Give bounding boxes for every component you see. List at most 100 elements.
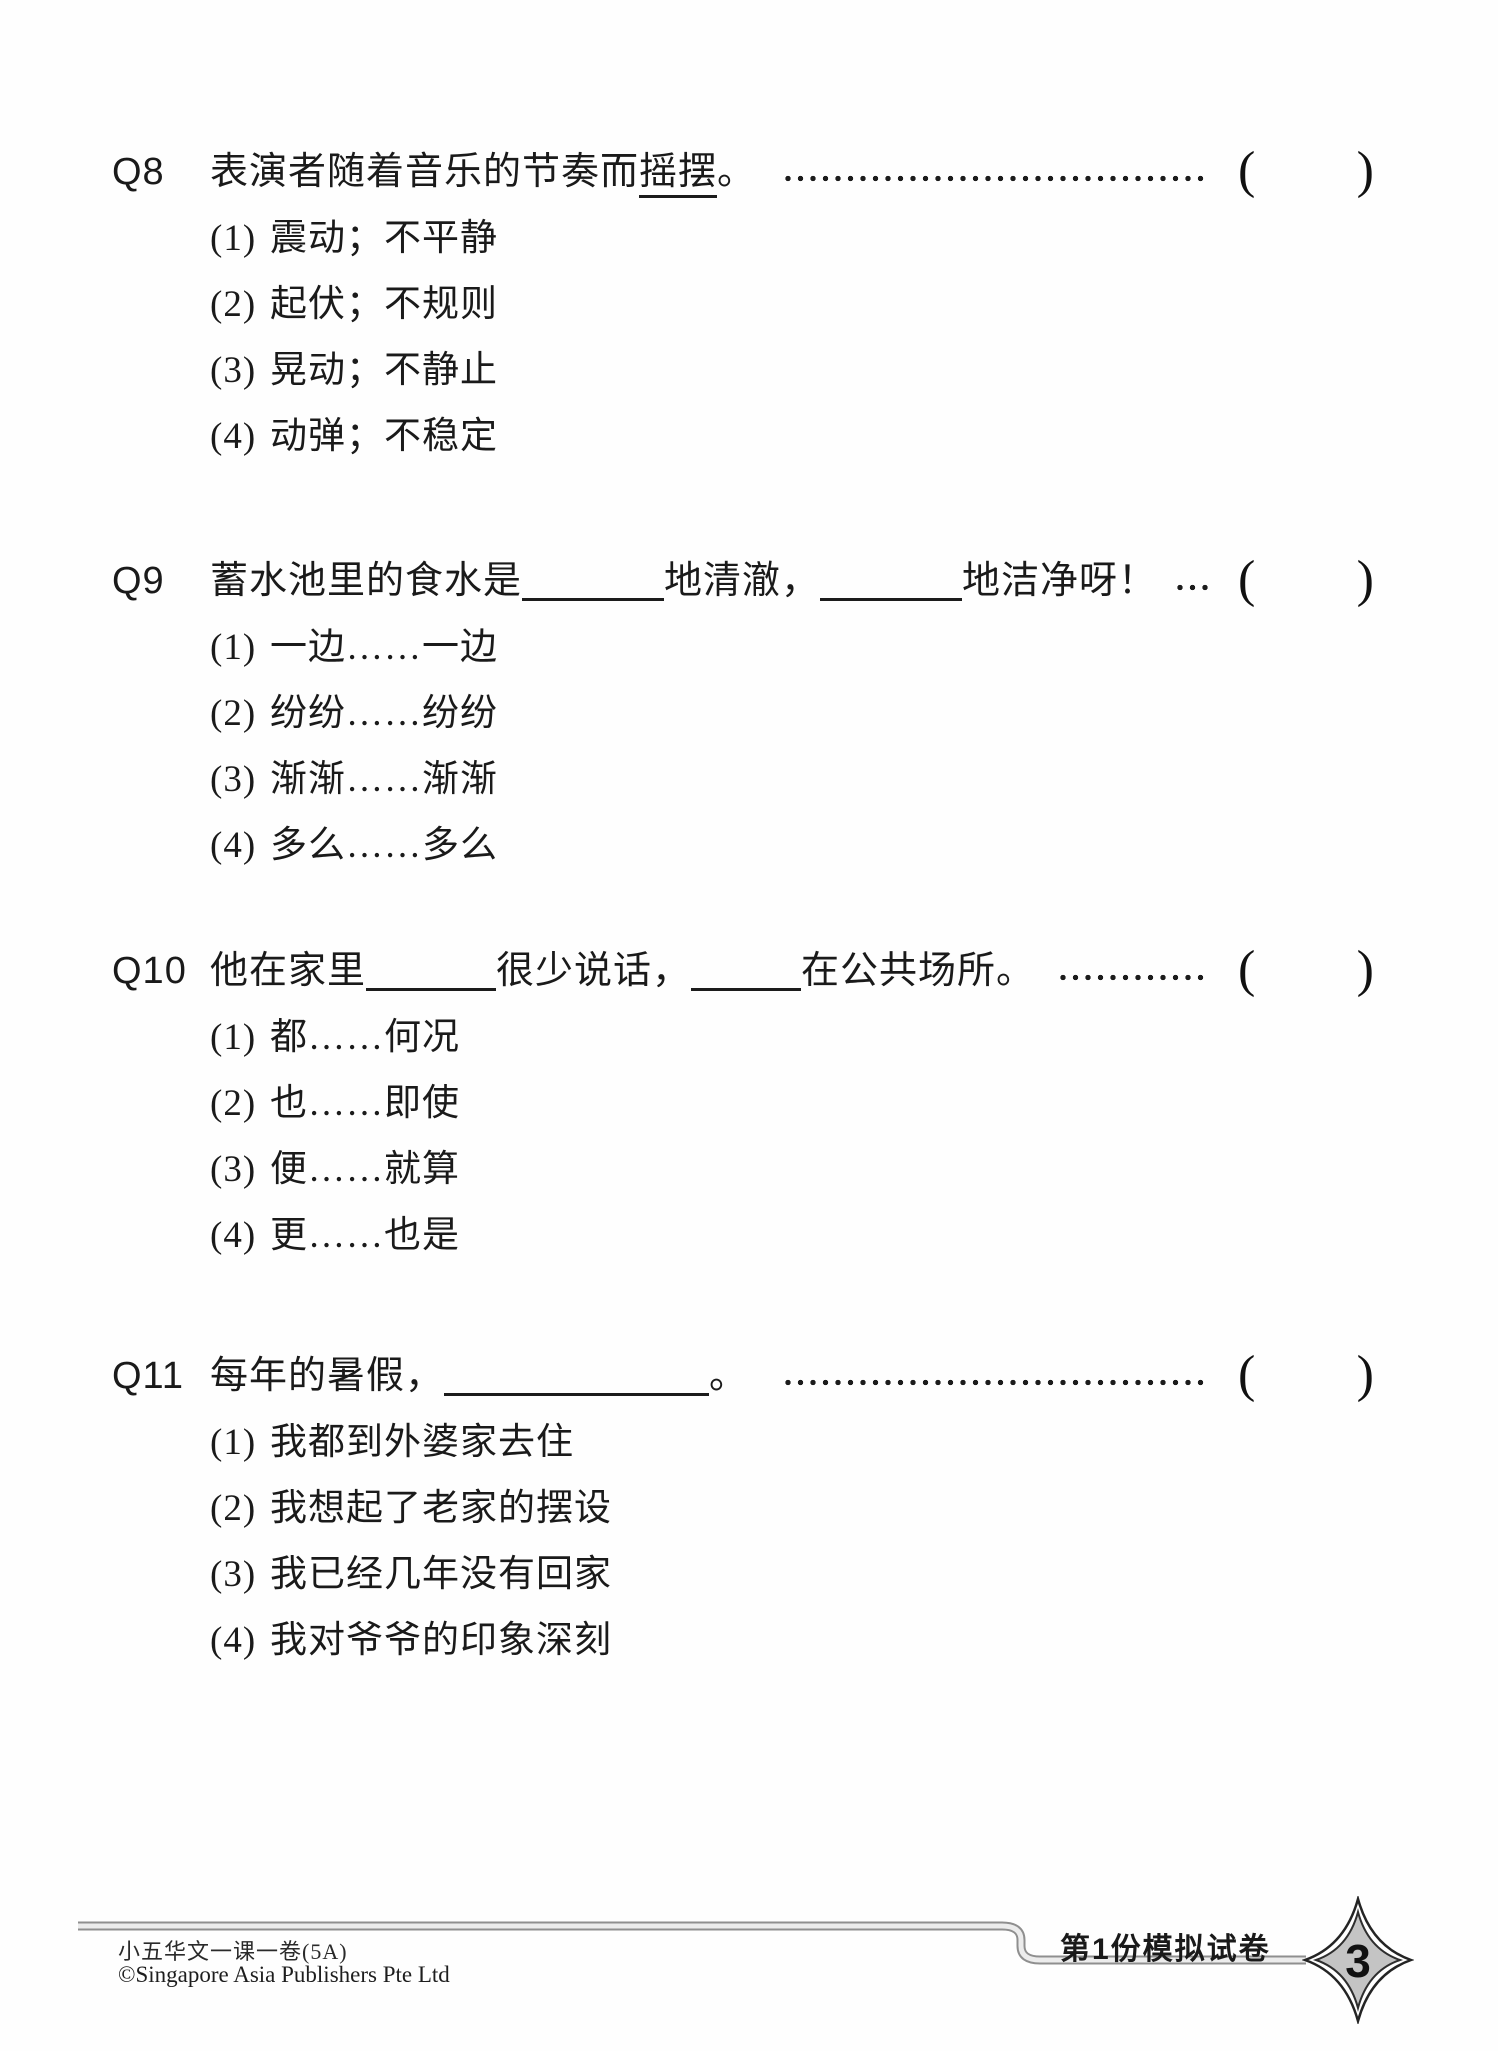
option-number: (1) [210,218,257,259]
option-text: 也……即使 [270,1083,460,1124]
sentence-text: 。 [717,151,757,193]
answer-paren-close: ) [1356,941,1374,998]
question-number: Q9 [112,560,165,602]
option-text: 起伏；不规则 [270,284,498,325]
answer-box: () [1238,938,1374,1002]
option-row: (3) 我已经几年没有回家 [0,1550,1498,1600]
option-row: (2) 我想起了老家的摆设 [0,1484,1498,1534]
option-number: (2) [210,284,257,325]
question-sentence: 表演者随着音乐的节奏而摇摆。 [210,151,756,198]
options-list: (1)我都到外婆家去住 (2) 我想起了老家的摆设 (3) 我已经几年没有回家 (4) 我对… [0,1418,1498,1666]
answer-box: () [1238,1343,1374,1407]
option-text: 动弹；不稳定 [270,416,498,457]
option-number: (1) [210,627,257,668]
option-number: (3) [210,1149,257,1190]
options-list: (1) 一边……一边 (2) 纷纷……纷纷 (3) 渐渐……渐渐 (4) 多么……多么 [0,623,1498,871]
option-text: 渐渐……渐渐 [270,759,498,800]
answer-paren-close: ) [1356,142,1374,199]
option-text: 便……就算 [270,1149,460,1190]
footer-section-label: 第1份模拟试卷 [1060,1933,1271,1966]
dotted-leader [1057,971,1207,984]
sentence-text: 。 [709,1355,749,1397]
answer-blank [444,1359,710,1396]
option-row: (4) 我对爷爷的印象深刻 [0,1616,1498,1666]
option-text: 更……也是 [270,1215,460,1256]
option-number: (3) [210,350,257,391]
option-number: (2) [210,1083,257,1124]
answer-box: () [1238,139,1374,203]
option-number: (4) [210,416,257,457]
option-row: (4) 更……也是 [0,1211,1498,1261]
option-row: (3) 晃动；不静止 [0,346,1498,396]
option-row: (1)我都到外婆家去住 [0,1418,1498,1468]
question-block: Q10 他在家里 很少说话， 在公共场所。 () (1) 都……何况 (2) 也……即使 (3) 便… [0,941,1498,1261]
question-number: Q10 [112,950,187,992]
sentence-text: 地清澈， [664,560,821,602]
answer-paren-close: ) [1356,551,1374,608]
question-title: Q10 他在家里 很少说话， 在公共场所。 () [0,941,1498,998]
option-number: (4) [210,1215,257,1256]
option-row: (1) 震动；不平静 [0,214,1498,264]
option-number: (4) [210,1620,257,1661]
question-title: Q8 表演者随着音乐的节奏而摇摆。 () [0,142,1498,199]
question-block: Q8 表演者随着音乐的节奏而摇摆。 () (1) 震动；不平静 (2) 起伏；不规则 (3) 晃… [0,142,1498,462]
option-row: (2) 也……即使 [0,1079,1498,1129]
option-number: (2) [210,693,257,734]
dotted-leader [1174,581,1212,594]
option-text: 晃动；不静止 [270,350,498,391]
dotted-leader [782,1376,1207,1389]
option-row: (4) 动弹；不稳定 [0,412,1498,462]
sentence-text: 地洁净呀！ [962,560,1158,602]
answer-paren-close: ) [1356,1346,1374,1403]
question-number: Q8 [112,151,165,193]
options-list: (1) 都……何况 (2) 也……即使 (3) 便……就算 (4) 更……也是 [0,1013,1498,1261]
dotted-leader [782,172,1207,185]
option-row: (3) 便……就算 [0,1145,1498,1195]
option-text: 我想起了老家的摆设 [270,1488,612,1529]
option-text: 我对爷爷的印象深刻 [270,1620,612,1661]
option-number: (3) [210,1554,257,1595]
sentence-text: 表演者随着音乐的节奏而 [210,151,640,193]
answer-box: () [1238,548,1374,612]
option-text: 都……何况 [270,1017,460,1058]
option-number: (3) [210,759,257,800]
page-badge-icon [1302,1896,1414,2024]
option-text: 震动；不平静 [270,218,498,259]
footer-copyright: ©Singapore Asia Publishers Pte Ltd [118,1962,450,1987]
option-number: (4) [210,825,257,866]
answer-paren-open: ( [1238,142,1256,199]
sentence-text: 在公共场所。 [801,950,1036,992]
question-sentence: 蓄水池里的食水是 地清澈， 地洁净呀！ [210,560,1157,602]
option-text: 一边……一边 [270,627,498,668]
option-row: (1) 一边……一边 [0,623,1498,673]
option-number: (2) [210,1488,257,1529]
answer-blank [820,564,963,601]
question-sentence: 每年的暑假， 。 [210,1355,748,1397]
footer-book-title: 小五华文一课一卷(5A) [118,1939,348,1964]
option-text: 多么……多么 [270,825,498,866]
options-list: (1) 震动；不平静 (2) 起伏；不规则 (3) 晃动；不静止 (4) 动弹；不稳定 [0,214,1498,462]
option-row: (2) 起伏；不规则 [0,280,1498,330]
answer-blank [522,564,665,601]
question-sentence: 他在家里 很少说话， 在公共场所。 [210,950,1035,992]
answer-blank [366,954,497,991]
question-block: Q11 每年的暑假， 。 () (1)我都到外婆家去住 (2) 我想起了老家的摆设 (3) 我已… [0,1346,1498,1666]
option-row: (4) 多么……多么 [0,821,1498,871]
option-row: (1) 都……何况 [0,1013,1498,1063]
sentence-text: 他在家里 [210,950,367,992]
sentence-text: 蓄水池里的食水是 [210,560,523,602]
option-text: 我已经几年没有回家 [270,1554,612,1595]
answer-paren-open: ( [1238,941,1256,998]
option-text: 纷纷……纷纷 [270,693,498,734]
option-row: (2) 纷纷……纷纷 [0,689,1498,739]
answer-paren-open: ( [1238,551,1256,608]
underlined-word: 摇摆 [639,151,718,198]
sentence-text: 很少说话， [496,950,692,992]
footer-rule [78,1921,1306,1965]
sentence-text: 每年的暑假， [210,1355,445,1397]
option-number: (1) [210,1017,257,1058]
question-number: Q11 [112,1355,185,1397]
